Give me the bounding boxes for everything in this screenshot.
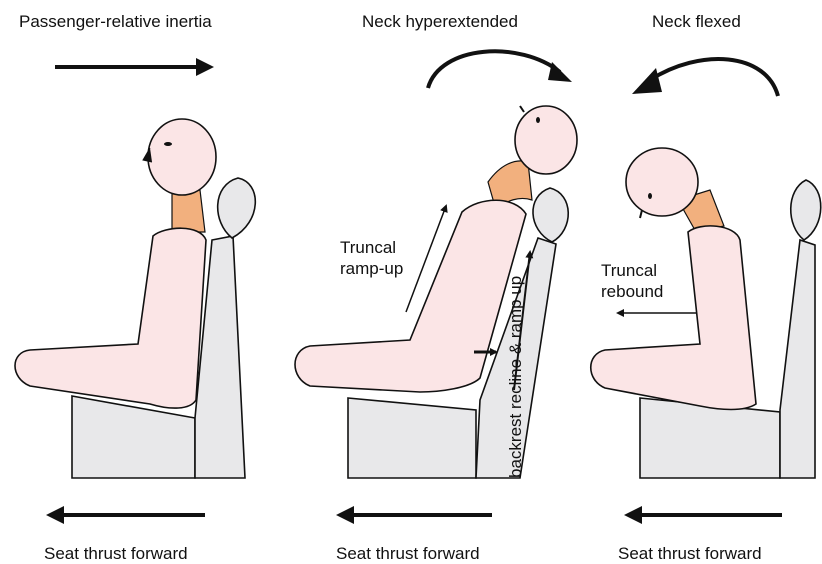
head [626,148,698,216]
head [148,119,216,195]
seat-cushion [348,398,476,478]
headrest [218,178,256,238]
truncal-ramp-up-label: Truncal ramp-up [340,237,403,279]
panel-2-figure [295,51,577,524]
headrest [533,188,568,242]
seat-cushion [640,398,780,478]
eye [164,142,172,146]
torso-and-thigh [15,228,206,408]
seat-thrust-arrow [46,506,205,524]
panel-3-bottom-label: Seat thrust forward [618,544,762,564]
flexion-arrow [632,59,778,96]
truncal-rebound-label: Truncal rebound [601,260,663,302]
truncal-rebound-line-1: Truncal [601,260,663,281]
inertia-arrow [55,58,214,76]
head [515,106,577,174]
truncal-ramp-up-line-2: ramp-up [340,258,403,279]
nose [520,106,524,112]
truncal-rebound-line-2: rebound [601,281,663,302]
eye [648,193,652,199]
nose [640,210,642,218]
torso-and-thigh [591,226,756,410]
torso-and-thigh [295,200,526,392]
seat-backrest [780,240,815,478]
panel-1-bottom-label: Seat thrust forward [44,544,188,564]
panel-1-figure [15,58,255,524]
seat-thrust-arrow [624,506,782,524]
panel-3-title: Neck flexed [652,12,741,32]
eye [536,117,540,123]
panel-1-title: Passenger-relative inertia [19,12,212,32]
backrest-recline-label: backrest recline & ramp up [506,276,526,478]
panel-2-title: Neck hyperextended [362,12,518,32]
headrest [791,180,821,240]
neck [172,190,205,232]
seat-thrust-arrow [336,506,492,524]
hyperextension-arrow [428,51,572,88]
truncal-ramp-up-line-1: Truncal [340,237,403,258]
panel-2-bottom-label: Seat thrust forward [336,544,480,564]
